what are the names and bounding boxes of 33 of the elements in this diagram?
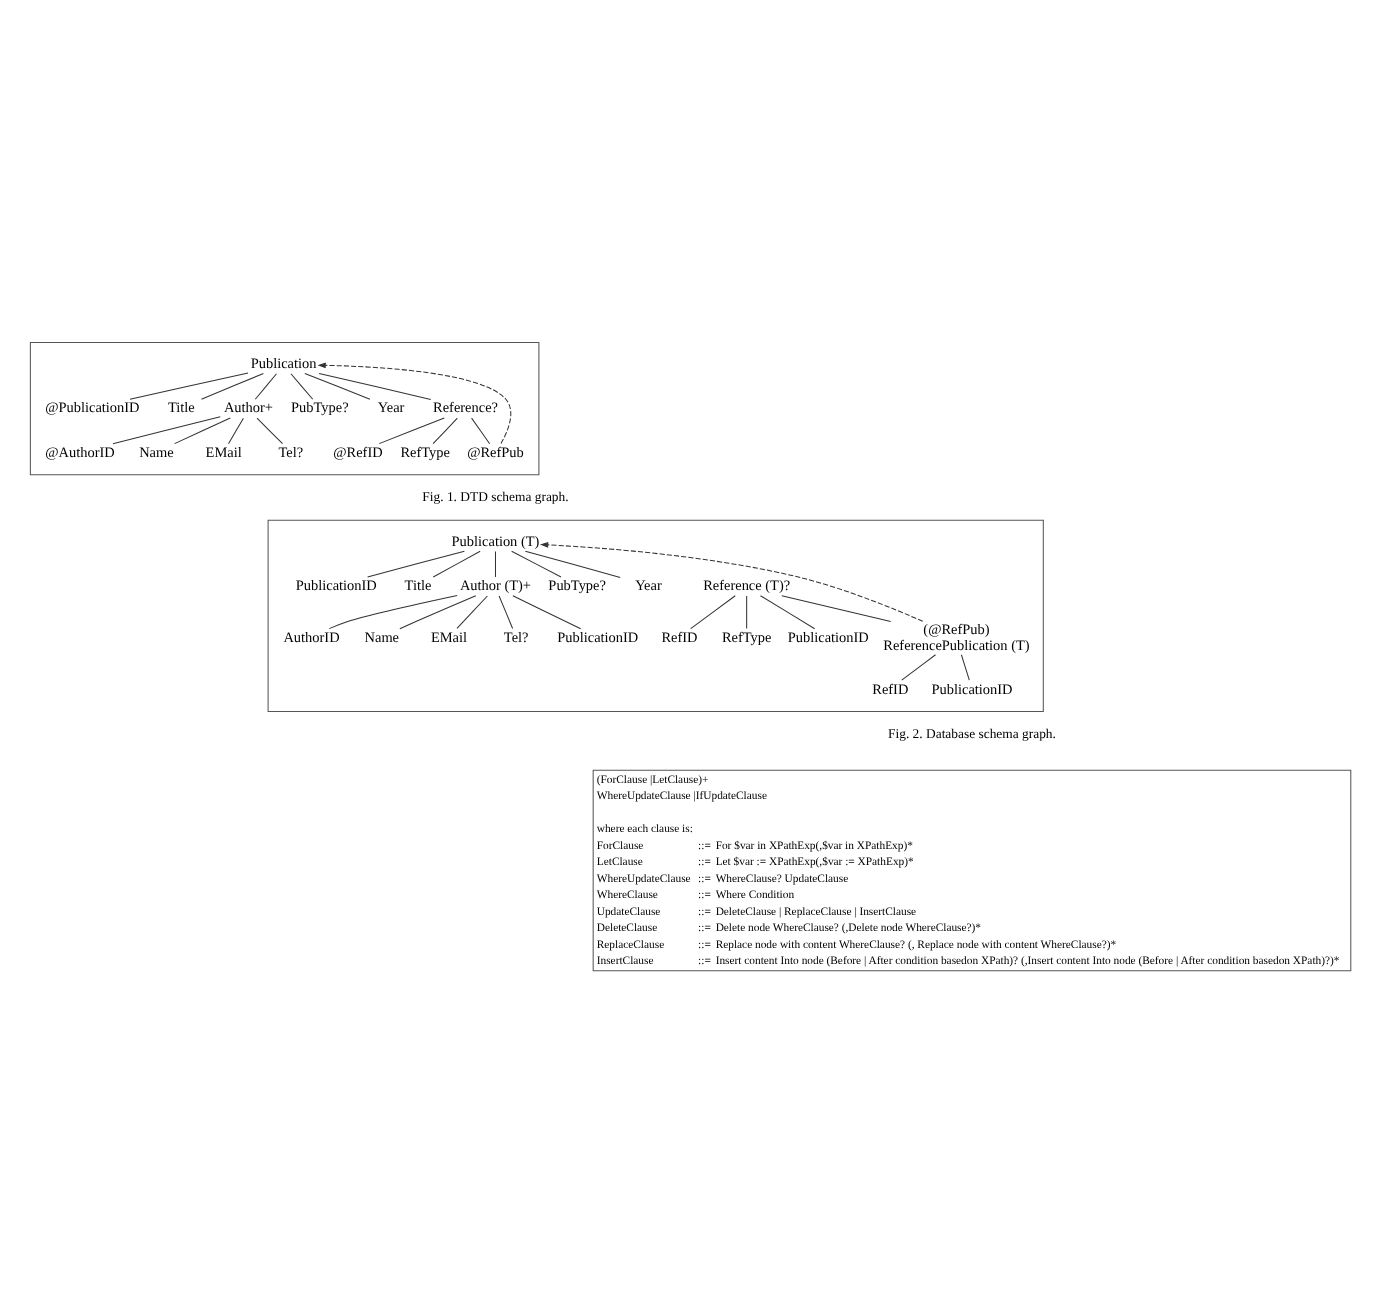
- connector: [254, 372, 277, 399]
- connector: [690, 594, 736, 629]
- connector: [511, 549, 562, 577]
- arrow: [539, 540, 924, 621]
- connector: [524, 549, 621, 577]
- connector: [746, 594, 748, 628]
- connector: [901, 653, 937, 680]
- connector: [432, 549, 481, 577]
- connector: [760, 594, 816, 629]
- connector: [960, 653, 970, 680]
- cluster: [29, 340, 540, 475]
- connector: [304, 372, 371, 399]
- connector: [781, 594, 892, 621]
- connector: [112, 415, 221, 444]
- connector: [432, 416, 458, 444]
- connector: [498, 594, 514, 628]
- connector: [512, 594, 582, 629]
- connector: [129, 371, 249, 399]
- connector: [367, 549, 465, 577]
- cluster: [267, 518, 1044, 711]
- connector: [471, 416, 491, 444]
- connector: [200, 372, 264, 399]
- connector: [378, 416, 445, 444]
- connector: [456, 594, 488, 628]
- arrow: [317, 361, 512, 443]
- connector: [399, 594, 477, 629]
- connector: [290, 372, 314, 399]
- connector: [494, 550, 496, 577]
- connector: [256, 416, 284, 444]
- connector: [328, 593, 458, 629]
- connector: [174, 416, 231, 444]
- connector: [228, 416, 244, 444]
- connector: [318, 371, 432, 399]
